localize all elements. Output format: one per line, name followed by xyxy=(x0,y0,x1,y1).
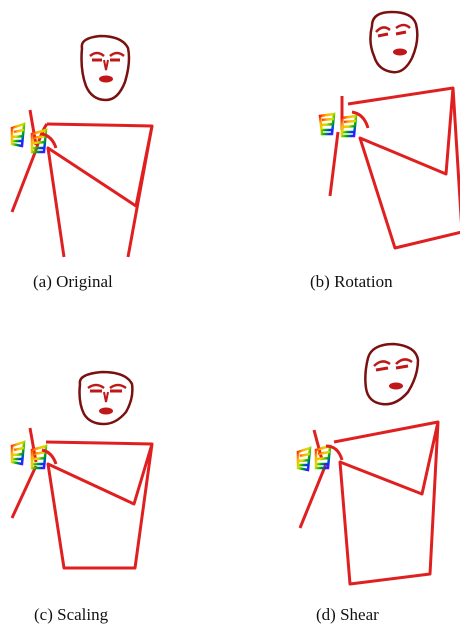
figure-shear xyxy=(296,342,440,586)
caption-scaling: (c) Scaling xyxy=(34,605,109,624)
body-lines xyxy=(10,427,154,570)
hand-icon xyxy=(10,122,58,154)
figure-scaling xyxy=(10,370,154,570)
body-lines xyxy=(10,109,154,258)
face-icon xyxy=(369,10,419,74)
panel-original: (a) Original xyxy=(0,0,230,300)
hand-icon xyxy=(10,440,58,470)
face-icon xyxy=(78,370,134,426)
face-icon xyxy=(80,34,131,102)
figure-original xyxy=(10,34,154,258)
panel-shear: (d) Shear xyxy=(230,318,460,637)
face-icon xyxy=(364,342,420,406)
hand-icon xyxy=(318,110,370,138)
panel-scaling: (c) Scaling xyxy=(0,318,230,637)
figure-rotation xyxy=(318,10,460,250)
caption-rotation: (b) Rotation xyxy=(310,272,393,291)
body-lines xyxy=(298,420,440,586)
hand-icon xyxy=(296,444,344,472)
caption-original: (a) Original xyxy=(33,272,113,291)
caption-shear: (d) Shear xyxy=(316,605,379,624)
panel-rotation: (b) Rotation xyxy=(230,0,460,300)
body-lines xyxy=(328,86,460,250)
